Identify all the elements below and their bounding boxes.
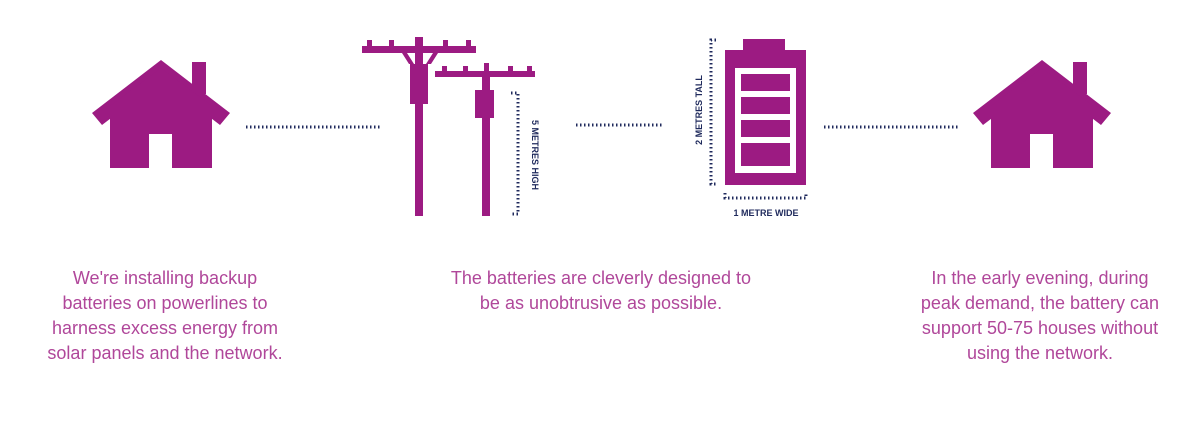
caption-line: peak demand, the battery can bbox=[920, 293, 1160, 313]
caption-line: solar panels and the network. bbox=[47, 343, 283, 363]
powerline-poles-icon bbox=[362, 37, 535, 216]
caption-installing-batteries: We're installing backup batteries on pow… bbox=[20, 266, 310, 366]
battery-icon bbox=[725, 39, 806, 185]
caption-line: be as unobtrusive as possible. bbox=[479, 293, 723, 313]
pole-height-label: 5 METRES HIGH bbox=[530, 120, 540, 190]
pole-height-dimension: 5 METRES HIGH bbox=[511, 91, 540, 216]
battery-width-dimension: 1 METRE WIDE bbox=[723, 193, 808, 218]
battery-height-dimension: 2 METRES TALL bbox=[694, 38, 716, 186]
caption-line: harness excess energy from bbox=[51, 318, 279, 338]
house-icon bbox=[973, 60, 1111, 168]
caption-line: The batteries are cleverly designed to bbox=[450, 268, 752, 288]
caption-line: using the network. bbox=[966, 343, 1114, 363]
battery-width-label: 1 METRE WIDE bbox=[733, 208, 798, 218]
caption-line: In the early evening, during bbox=[931, 268, 1149, 288]
caption-line: We're installing backup bbox=[72, 268, 258, 288]
caption-unobtrusive-design: The batteries are cleverly designed to b… bbox=[426, 266, 776, 316]
caption-line: support 50-75 houses without bbox=[921, 318, 1159, 338]
house-icon bbox=[92, 60, 230, 168]
battery-height-label: 2 METRES TALL bbox=[694, 75, 704, 145]
caption-line: batteries on powerlines to bbox=[62, 293, 268, 313]
caption-peak-demand: In the early evening, during peak demand… bbox=[890, 266, 1190, 366]
